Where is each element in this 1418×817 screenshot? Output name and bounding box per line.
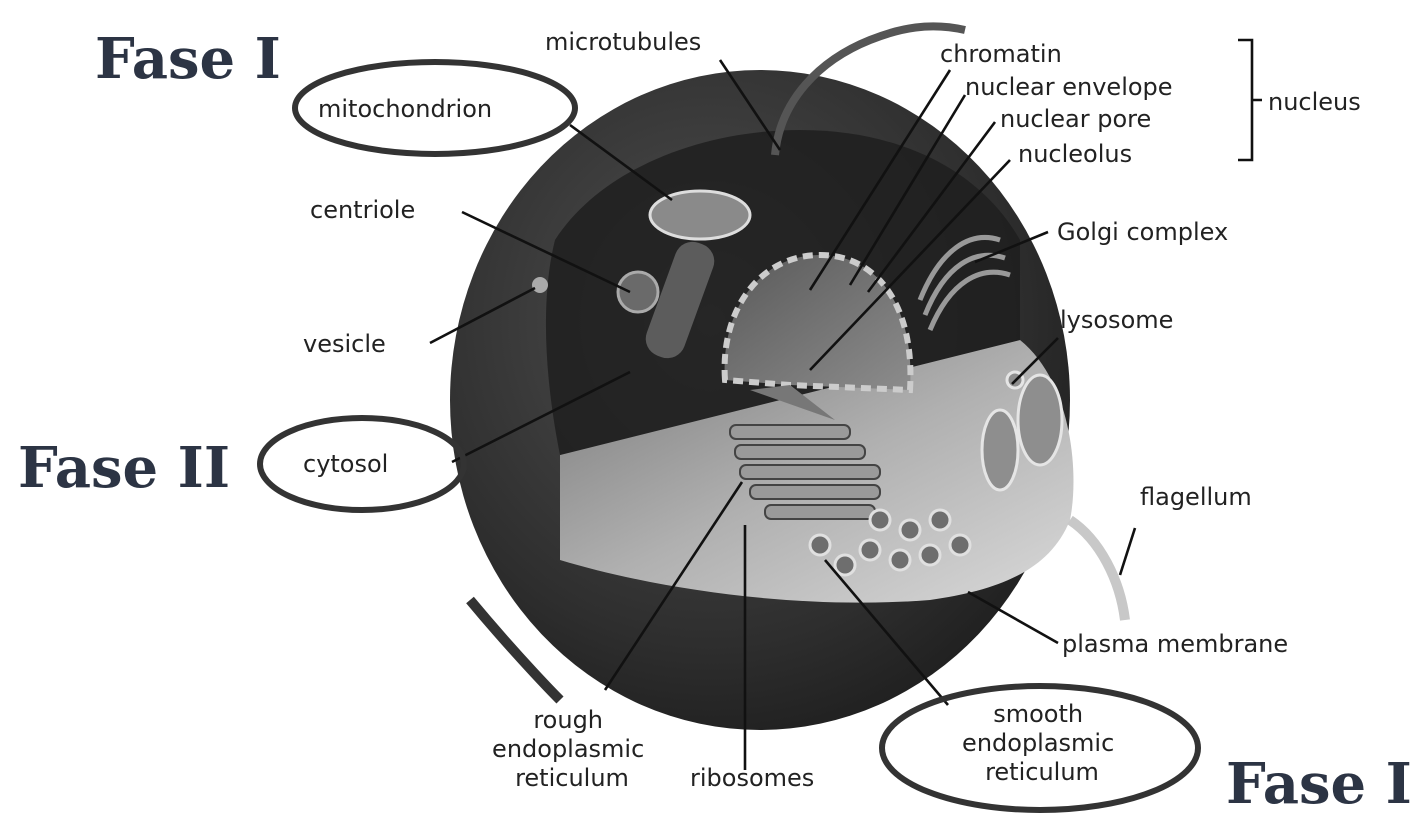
label-nuclear-envelope: nuclear envelope [965, 73, 1173, 101]
phase-middle-left: Fase II [18, 435, 230, 501]
label-smooth-er: smooth endoplasmic reticulum [962, 700, 1122, 786]
label-vesicle: vesicle [303, 330, 386, 358]
centriole-shape [618, 272, 658, 312]
label-mitochondrion: mitochondrion [318, 95, 492, 123]
label-plasma-membrane: plasma membrane [1062, 630, 1288, 658]
label-lysosome: lysosome [1060, 306, 1173, 334]
label-golgi: Golgi complex [1057, 218, 1228, 246]
label-chromatin: chromatin [940, 40, 1062, 68]
phase-top-left: Fase I [95, 26, 281, 92]
phase-bottom-right: Fase I [1226, 751, 1412, 817]
mitochondrion-shape [650, 191, 750, 239]
label-microtubules: microtubules [545, 28, 701, 56]
label-nucleolus: nucleolus [1018, 140, 1132, 168]
label-centriole: centriole [310, 196, 415, 224]
label-nucleus: nucleus [1268, 88, 1361, 116]
label-cytosol: cytosol [303, 450, 388, 478]
label-rough-er: rough endoplasmic reticulum [492, 706, 652, 792]
label-flagellum: flagellum [1140, 483, 1252, 511]
leader-flagellum [1120, 528, 1135, 575]
label-nuclear-pore: nuclear pore [1000, 105, 1151, 133]
label-ribosomes: ribosomes [690, 764, 814, 792]
vesicle-shape [532, 277, 548, 293]
nucleus-bracket [1238, 40, 1262, 160]
flagellum-strand [1070, 520, 1125, 620]
